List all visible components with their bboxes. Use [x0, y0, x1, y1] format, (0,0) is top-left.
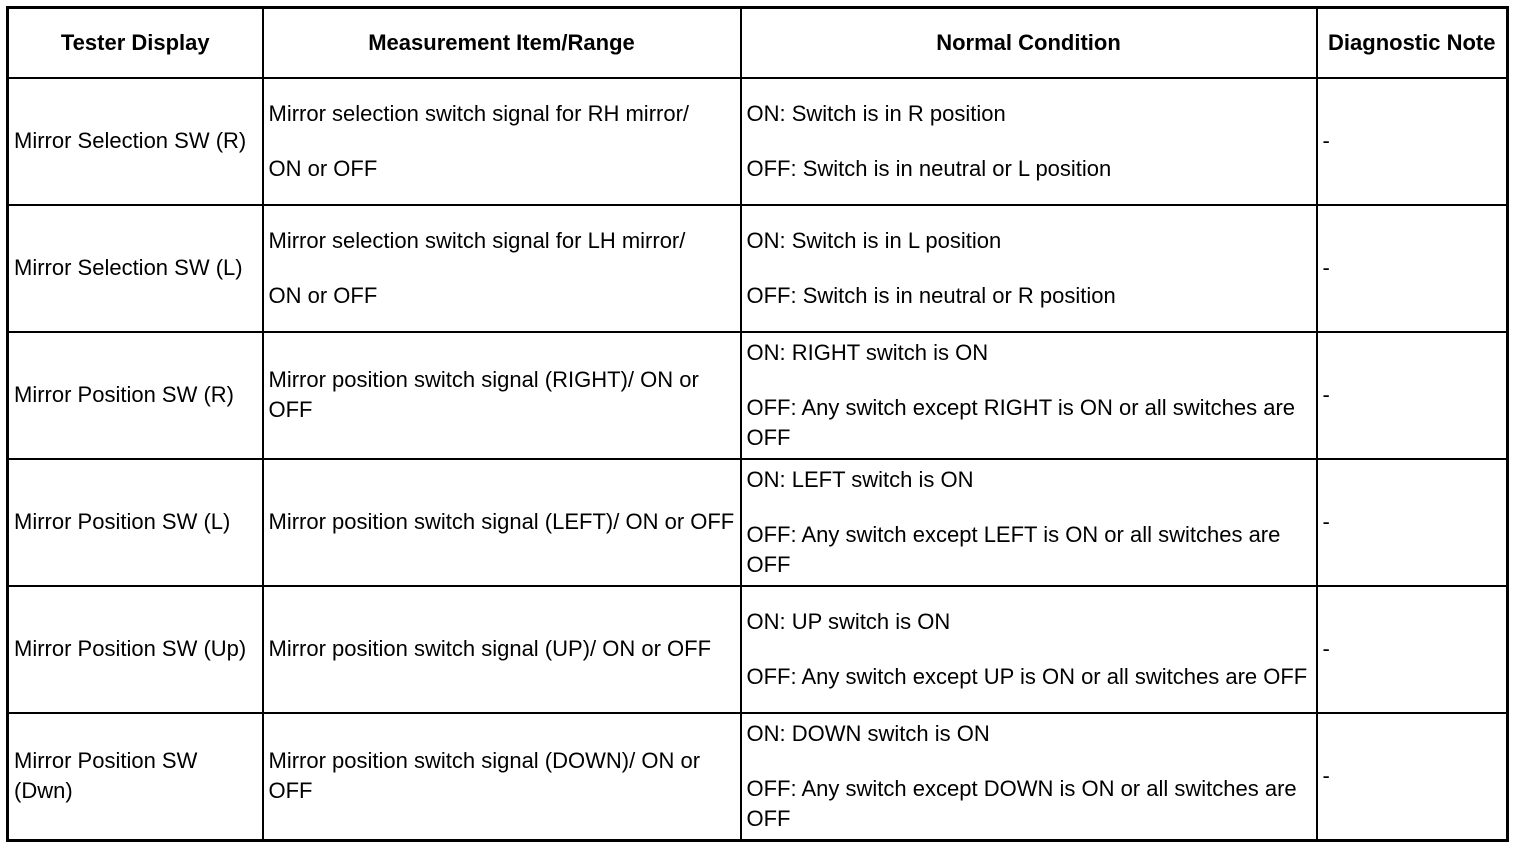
- diagnostic-note-cell: -: [1315, 711, 1509, 842]
- tester-display-cell: Mirror Position SW (Up): [6, 584, 264, 714]
- measurement-cell: Mirror position switch signal (LEFT)/ ON…: [261, 457, 742, 587]
- diagnostic-note-cell: -: [1315, 330, 1509, 460]
- tester-display-cell: Mirror Position SW (Dwn): [6, 711, 264, 842]
- tester-display-cell: Mirror Selection SW (L): [6, 203, 264, 333]
- table-row: Mirror Position SW (R) Mirror position s…: [6, 330, 1509, 460]
- measurement-cell: Mirror selection switch signal for LH mi…: [261, 203, 742, 333]
- tester-display-cell: Mirror Position SW (L): [6, 457, 264, 587]
- table-row: Mirror Position SW (Up) Mirror position …: [6, 584, 1509, 714]
- condition-on: ON: LEFT switch is ON: [746, 466, 974, 492]
- condition-cell: ON: UP switch is ON OFF: Any switch exce…: [739, 584, 1318, 714]
- condition-cell: ON: Switch is in R position OFF: Switch …: [739, 77, 1318, 206]
- table-row: Mirror Position SW (L) Mirror position s…: [6, 457, 1509, 587]
- condition-off: OFF: Any switch except RIGHT is ON or al…: [746, 394, 1296, 450]
- condition-off: OFF: Switch is in neutral or R position: [746, 282, 1116, 308]
- table-row: Mirror Position SW (Dwn) Mirror position…: [6, 711, 1509, 842]
- condition-on: ON: Switch is in R position: [746, 100, 1006, 126]
- diagnostic-note-cell: -: [1315, 77, 1509, 206]
- header-measurement-item: Measurement Item/Range: [261, 6, 742, 79]
- measurement-range: ON or OFF: [268, 282, 378, 308]
- tester-display-cell: Mirror Selection SW (R): [6, 77, 264, 206]
- condition-on: ON: Switch is in L position: [746, 227, 1002, 253]
- header-diagnostic-note: Diagnostic Note: [1315, 6, 1509, 79]
- condition-cell: ON: LEFT switch is ON OFF: Any switch ex…: [739, 457, 1318, 587]
- diagnostic-note-cell: -: [1315, 584, 1509, 714]
- measurement-cell: Mirror position switch signal (DOWN)/ ON…: [261, 711, 742, 842]
- diagnostic-table: Tester Display Measurement Item/Range No…: [6, 6, 1509, 842]
- condition-off: OFF: Any switch except UP is ON or all s…: [746, 663, 1308, 689]
- table-header-row: Tester Display Measurement Item/Range No…: [6, 6, 1509, 79]
- header-tester-display: Tester Display: [6, 6, 264, 79]
- table-row: Mirror Selection SW (R) Mirror selection…: [6, 77, 1509, 206]
- diagnostic-note-cell: -: [1315, 203, 1509, 333]
- measurement-cell: Mirror position switch signal (UP)/ ON o…: [261, 584, 742, 714]
- condition-cell: ON: Switch is in L position OFF: Switch …: [739, 203, 1318, 333]
- measurement-text: Mirror selection switch signal for LH mi…: [268, 227, 686, 253]
- condition-cell: ON: RIGHT switch is ON OFF: Any switch e…: [739, 330, 1318, 460]
- condition-on: ON: RIGHT switch is ON: [746, 339, 989, 365]
- condition-on: ON: DOWN switch is ON: [746, 720, 990, 746]
- measurement-range: ON or OFF: [268, 155, 378, 181]
- header-normal-condition: Normal Condition: [739, 6, 1318, 79]
- condition-cell: ON: DOWN switch is ON OFF: Any switch ex…: [739, 711, 1318, 842]
- tester-display-cell: Mirror Position SW (R): [6, 330, 264, 460]
- condition-off: OFF: Switch is in neutral or L position: [746, 155, 1112, 181]
- table-row: Mirror Selection SW (L) Mirror selection…: [6, 203, 1509, 333]
- diagnostic-note-cell: -: [1315, 457, 1509, 587]
- measurement-cell: Mirror selection switch signal for RH mi…: [261, 77, 742, 206]
- measurement-text: Mirror selection switch signal for RH mi…: [268, 100, 690, 126]
- condition-off: OFF: Any switch except DOWN is ON or all…: [746, 775, 1297, 831]
- condition-on: ON: UP switch is ON: [746, 608, 951, 634]
- condition-off: OFF: Any switch except LEFT is ON or all…: [746, 521, 1281, 577]
- measurement-cell: Mirror position switch signal (RIGHT)/ O…: [261, 330, 742, 460]
